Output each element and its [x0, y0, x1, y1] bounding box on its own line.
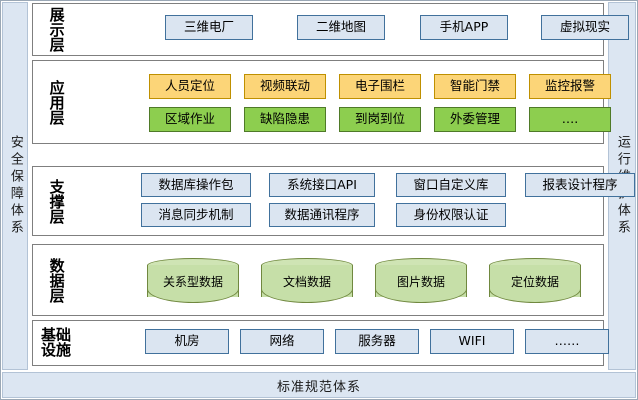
layer-infrastructure-title-text: 基础设施: [40, 325, 71, 359]
layer-data-body: 关系型数据 文档数据 图片数据 定位数据: [79, 245, 603, 315]
layer-support-title: 支撑层: [33, 167, 79, 235]
sidebar-left-label: 安全保障体系: [7, 135, 23, 237]
node-personnel-positioning[interactable]: 人员定位: [149, 74, 231, 99]
node-db-operation-package[interactable]: 数据库操作包: [141, 173, 251, 197]
node-defect-hazard[interactable]: 缺陷隐患: [244, 107, 326, 132]
node-on-duty-in-place[interactable]: 到岗到位: [339, 107, 421, 132]
node-infrastructure-more[interactable]: ……: [525, 329, 609, 354]
layer-application-body: 人员定位 视频联动 电子围栏 智能门禁 监控报警 区域作业 缺陷隐患 到岗到位 …: [79, 61, 611, 143]
layer-support-body: 数据库操作包 系统接口API 窗口自定义库 报表设计程序 消息同步机制 数据通讯…: [79, 167, 635, 235]
layer-presentation-body: 三维电厂 二维地图 手机APP 虚拟现实: [79, 4, 629, 55]
cylinder-label: 图片数据: [396, 274, 445, 289]
node-mobile-app[interactable]: 手机APP: [420, 15, 508, 40]
node-machine-room[interactable]: 机房: [145, 329, 229, 354]
sidebar-left-security-system: 安全保障体系: [2, 2, 28, 370]
cylinder-document-data[interactable]: 文档数据: [261, 258, 353, 304]
node-server[interactable]: 服务器: [335, 329, 419, 354]
layer-presentation-title-text: 展示层: [47, 7, 66, 52]
layer-infrastructure: 基础设施 机房 网络 服务器 WIFI ……: [32, 320, 609, 366]
node-application-more[interactable]: ….: [529, 107, 611, 132]
cylinder-label: 文档数据: [282, 274, 331, 289]
node-wifi[interactable]: WIFI: [430, 329, 514, 354]
node-2d-map[interactable]: 二维地图: [297, 15, 385, 40]
node-report-design-program[interactable]: 报表设计程序: [525, 173, 635, 197]
layer-infrastructure-body: 机房 网络 服务器 WIFI ……: [79, 321, 609, 365]
node-data-communication-program[interactable]: 数据通讯程序: [269, 203, 375, 227]
layer-application: 应用层 人员定位 视频联动 电子围栏 智能门禁 监控报警 区域作业 缺陷隐患 到…: [32, 60, 611, 144]
layer-support-title-text: 支撑层: [47, 178, 66, 224]
cylinder-positioning-data[interactable]: 定位数据: [489, 258, 581, 304]
layer-presentation-title: 展示层: [33, 4, 79, 55]
node-identity-permission-auth[interactable]: 身份权限认证: [396, 203, 506, 227]
node-electronic-fence[interactable]: 电子围栏: [339, 74, 421, 99]
layer-support: 支撑层 数据库操作包 系统接口API 窗口自定义库 报表设计程序 消息同步机制 …: [32, 166, 635, 236]
layer-presentation: 展示层 三维电厂 二维地图 手机APP 虚拟现实: [32, 3, 629, 56]
node-video-linkage[interactable]: 视频联动: [244, 74, 326, 99]
cylinder-label: 关系型数据: [162, 274, 223, 289]
layer-data-title-text: 数据层: [47, 257, 66, 303]
cylinder-relational-data[interactable]: 关系型数据: [147, 258, 239, 304]
node-network[interactable]: 网络: [240, 329, 324, 354]
node-virtual-reality[interactable]: 虚拟现实: [541, 15, 629, 40]
layer-data-title: 数据层: [33, 245, 79, 315]
footer-standards-system: 标准规范体系: [2, 372, 636, 398]
node-3d-power-plant[interactable]: 三维电厂: [165, 15, 253, 40]
layer-infrastructure-title: 基础设施: [33, 321, 79, 365]
node-smart-access-control[interactable]: 智能门禁: [434, 74, 516, 99]
cylinder-image-data[interactable]: 图片数据: [375, 258, 467, 304]
node-area-operation[interactable]: 区域作业: [149, 107, 231, 132]
footer-label: 标准规范体系: [276, 379, 361, 395]
node-window-custom-library[interactable]: 窗口自定义库: [396, 173, 506, 197]
node-outsourcing-management[interactable]: 外委管理: [434, 107, 516, 132]
node-monitoring-alarm[interactable]: 监控报警: [529, 74, 611, 99]
layer-application-title-text: 应用层: [47, 79, 66, 125]
layer-application-title: 应用层: [33, 61, 79, 143]
cylinder-label: 定位数据: [510, 274, 559, 289]
layer-data: 数据层 关系型数据 文档数据 图片数据: [32, 244, 604, 316]
node-system-interface-api[interactable]: 系统接口API: [269, 173, 375, 197]
node-message-sync-mechanism[interactable]: 消息同步机制: [141, 203, 251, 227]
